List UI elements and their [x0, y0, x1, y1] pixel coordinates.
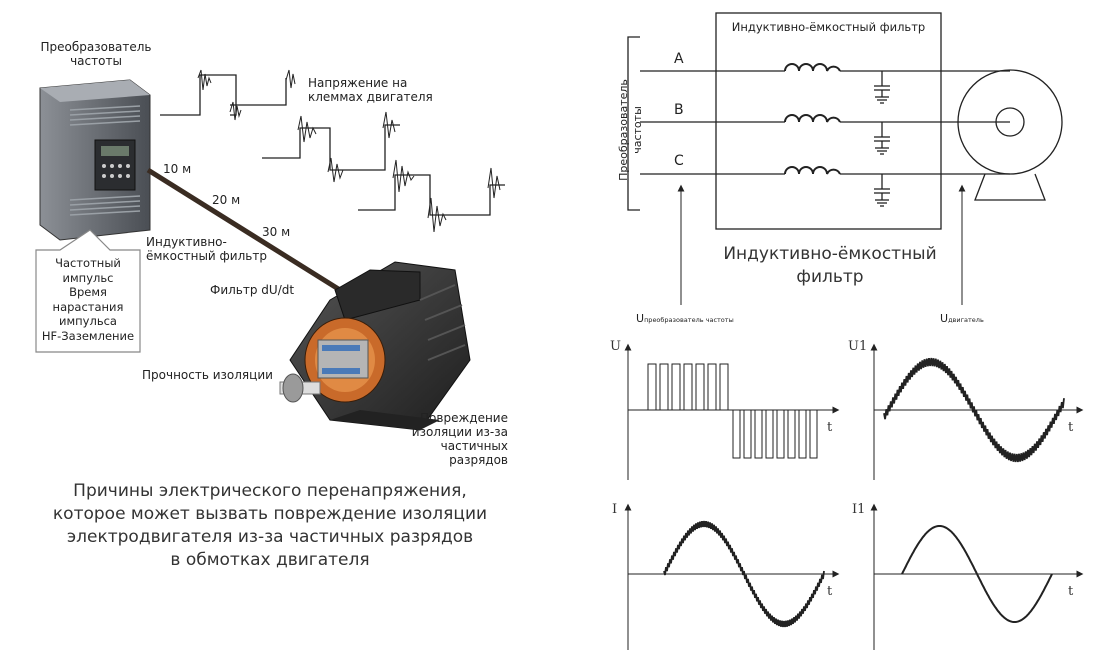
callout-line: нарастания: [52, 299, 124, 314]
u-symbol: U: [940, 312, 949, 325]
filter-caption: Индуктивно-ёмкостный фильтр: [723, 244, 937, 287]
distance-20m-label: 20 м: [212, 193, 241, 207]
caption-line: в обмотках двигателя: [170, 550, 370, 570]
voltage-pulse-10m: [160, 69, 296, 121]
converter-label: Преобразователь частоты: [40, 40, 152, 68]
caption-line: Причины электрического перенапряжения,: [73, 481, 467, 501]
phase-a-label: A: [674, 51, 684, 67]
graph-i-converter: [624, 503, 840, 650]
voltage-pulse-20m: [262, 111, 400, 183]
frequency-converter-illustration: [39, 79, 151, 241]
motor-cutaway-illustration: [279, 261, 471, 431]
inductor-c: [784, 166, 841, 175]
inductor-a: [784, 63, 841, 72]
motor-terminal-voltage-label: Напряжение на клеммах двигателя: [308, 76, 433, 104]
insulation-strength-label: Прочность изоляции: [142, 368, 273, 382]
graph-u1-x-label: t: [1068, 420, 1074, 435]
voltage-pulse-30m: [358, 159, 505, 233]
u-motor-label: Uдвигатель: [940, 312, 984, 327]
callout-line: Частотный: [55, 256, 121, 270]
graph-u-y-label: U: [610, 339, 621, 354]
callout-line: импульса: [59, 314, 117, 328]
u-symbol: U: [636, 312, 645, 325]
graph-u-converter: [624, 343, 840, 480]
filter-box: [715, 12, 942, 230]
capacitor-c: [874, 174, 890, 207]
caption-line: электродвигателя из-за частичных разрядо…: [66, 527, 474, 547]
phase-c-label: C: [674, 153, 684, 169]
insulation-damage-label: Повреждение изоляции из-за частичных раз…: [411, 411, 508, 467]
u-converter-subscript: преобразователь частоты: [644, 316, 734, 324]
lc-filter-label: Индуктивно- ёмкостный фильтр: [146, 235, 267, 263]
capacitor-b: [874, 122, 890, 155]
graph-u1-y-label: U1: [848, 339, 868, 354]
lc-filter-schematic: [627, 12, 1063, 305]
inductor-b: [784, 114, 841, 123]
callout-line: HF-Заземление: [41, 328, 135, 343]
graph-i1-motor: [870, 503, 1084, 650]
converter-bracket: [627, 36, 640, 211]
graph-i1-y-label: I1: [852, 502, 866, 517]
callout-line: Время: [69, 285, 107, 299]
figure-caption: Причины электрического перенапряжения, к…: [40, 480, 500, 572]
converter-vertical-label: Преобразователь частоты: [617, 79, 644, 181]
u-converter-label: Uпреобразователь частоты: [636, 312, 734, 327]
callout-line: импульс: [62, 270, 114, 285]
graph-u-x-label: t: [827, 420, 833, 435]
info-callout-box: [35, 229, 141, 353]
graph-i-x-label: t: [827, 584, 833, 599]
distance-30m-label: 30 м: [262, 225, 291, 239]
distance-10m-label: 10 м: [163, 162, 192, 176]
graph-i1-x-label: t: [1068, 584, 1074, 599]
graph-i-y-label: I: [612, 502, 618, 517]
capacitor-a: [874, 71, 890, 104]
callout-text: Частотный импульс Время нарастания импул…: [37, 256, 139, 343]
motor-symbol: [957, 69, 1063, 201]
graph-u1-motor: [870, 343, 1084, 480]
filter-box-title: Индуктивно-ёмкостный фильтр: [731, 20, 926, 34]
motor-cable: [146, 167, 342, 293]
dudt-filter-label: Фильтр dU/dt: [210, 283, 295, 297]
caption-line: которое может вызвать повреждение изоляц…: [52, 504, 488, 524]
phase-b-label: B: [674, 102, 684, 118]
u-motor-subscript: двигатель: [948, 316, 984, 324]
